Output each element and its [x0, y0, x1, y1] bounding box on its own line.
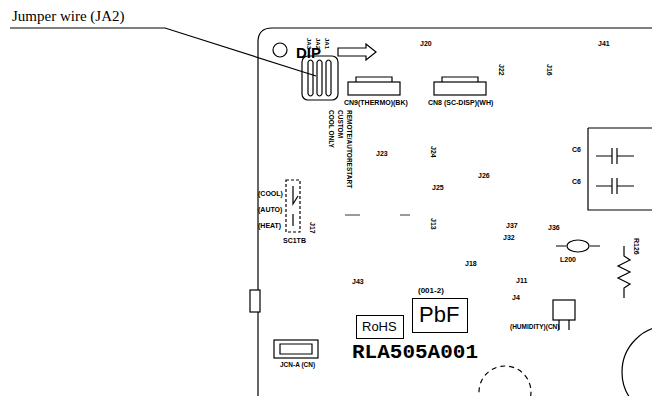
jumper-ref: J41 — [598, 40, 610, 47]
jumper-function: REMOTE/AUTORESTART — [346, 110, 353, 188]
marking-text: PbF — [419, 304, 461, 326]
jumper-ref: J23 — [376, 150, 388, 157]
jumper-ref: J26 — [478, 172, 490, 179]
component-outline — [622, 326, 652, 396]
part-ref: C6 — [572, 146, 581, 153]
switch-symbol — [293, 186, 298, 226]
resistor-symbol — [618, 246, 630, 298]
jumper-ref: J25 — [432, 184, 444, 191]
switch-position: (AUTO) — [258, 206, 282, 213]
jumper-wire — [326, 60, 331, 96]
jumper-ref: J18 — [465, 260, 477, 267]
connector-outline — [553, 300, 575, 320]
jumper-ref: J37 — [506, 222, 518, 229]
jumper-ref: J24 — [430, 146, 437, 158]
jumper-block — [302, 56, 338, 100]
jumper-ref: J11 — [516, 277, 527, 284]
connector-outline — [274, 340, 318, 358]
capacitor-symbol — [596, 178, 634, 194]
jumper-ref: J16 — [546, 64, 553, 76]
jumper-function: COOL ONLY — [328, 110, 335, 148]
jumper-ref: J20 — [420, 40, 432, 47]
part-ref: L200 — [560, 256, 576, 263]
connector-label: (HUMIDITY)(CN) — [510, 324, 559, 331]
capacitor-symbol — [596, 148, 634, 164]
capacitor-outline — [588, 128, 652, 210]
switch-position: (COOL) — [258, 190, 283, 197]
connector-label: CN8 (SC-DISP)(WH) — [428, 99, 493, 106]
switch-outline — [286, 180, 300, 232]
component-outline — [479, 366, 531, 396]
jumper-function: CUSTOM — [337, 110, 344, 138]
board-code: RLA505A001 — [352, 342, 478, 363]
jumper-ref: J13 — [430, 218, 437, 230]
jumper-ref: J32 — [503, 234, 515, 241]
mount-hole — [273, 43, 287, 57]
switch-position: (HEAT) — [258, 222, 281, 229]
jumper-ref: JA2 — [315, 38, 321, 49]
connector-label: JCN-A (CN) — [280, 362, 315, 369]
revision-label: (001-2) — [418, 287, 444, 295]
jumper-ref: J36 — [548, 224, 560, 231]
jumper-ref: J43 — [352, 278, 364, 285]
part-ref: C6 — [572, 178, 581, 185]
connector-outline — [434, 82, 486, 95]
jumper-wire — [317, 60, 322, 96]
connector-outline — [356, 77, 392, 82]
jumper-ref: JA1 — [324, 38, 330, 49]
dip-arrow — [338, 44, 376, 60]
connector-outline — [280, 344, 312, 354]
jumper-wire — [308, 60, 313, 96]
connector-outline — [348, 82, 400, 95]
jumper-ref: J22 — [498, 64, 505, 76]
marking-box: PbF — [412, 298, 468, 333]
leader-line — [10, 28, 316, 76]
connector-outline — [442, 77, 478, 82]
board-outline — [258, 28, 652, 396]
connector-label: CN9(THERMO)(BK) — [344, 99, 408, 106]
inductor-symbol — [567, 240, 589, 252]
board-notch — [250, 290, 260, 312]
jumper-ref: J4 — [512, 294, 520, 301]
inductor-lead — [556, 245, 600, 246]
jumper-ref: JA3 — [306, 38, 312, 49]
trace-mark — [345, 215, 410, 216]
callout-label: Jumper wire (JA2) — [12, 9, 124, 24]
connector-pin — [559, 320, 569, 330]
jumper-ref: J17 — [309, 222, 316, 234]
marking-text: RoHS — [362, 320, 398, 333]
marking-box: RoHS — [356, 315, 404, 339]
part-ref: R126 — [633, 238, 640, 255]
part-ref: SC1TB — [283, 237, 306, 244]
